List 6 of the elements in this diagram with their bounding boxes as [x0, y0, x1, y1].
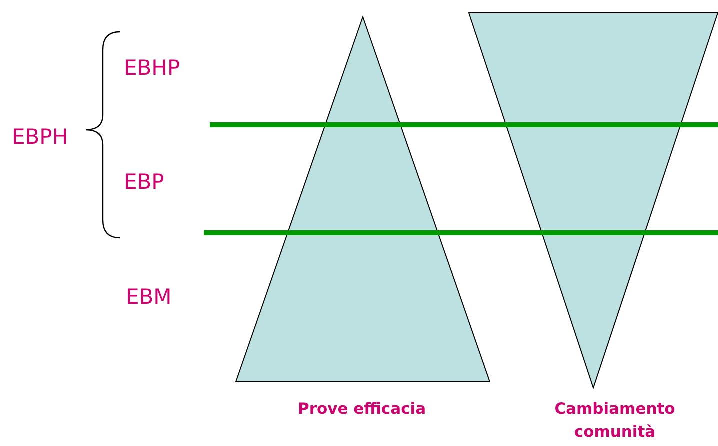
node-label: Prove efficacia — [296, 399, 428, 420]
node-label: Cambiamento comunità — [554, 399, 676, 444]
level-label: EBHP — [124, 58, 180, 79]
level-label: EBPH — [12, 127, 68, 148]
level-label: EBM — [126, 287, 172, 308]
level-label: EBP — [124, 172, 164, 193]
